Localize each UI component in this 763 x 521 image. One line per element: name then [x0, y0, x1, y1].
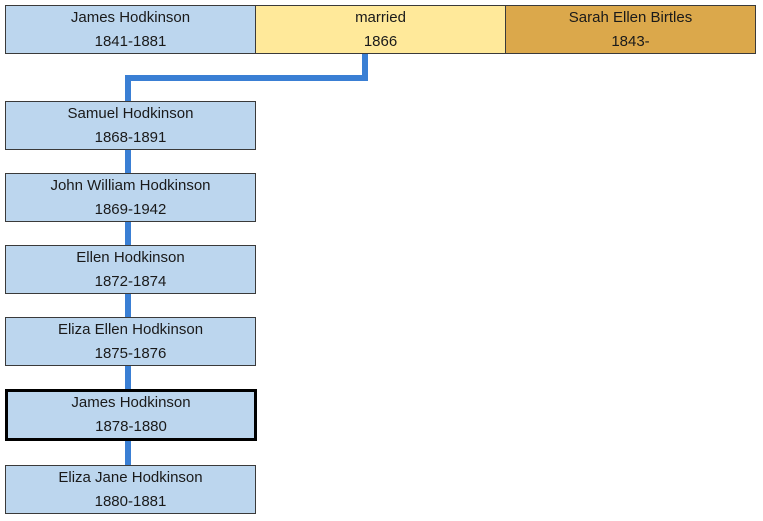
wife-name: Sarah Ellen Birtles — [568, 8, 693, 26]
husband-box[interactable]: James Hodkinson 1841-1881 — [5, 5, 256, 54]
child-box-ellen[interactable]: Ellen Hodkinson 1872-1874 — [5, 245, 256, 294]
child-box-samuel[interactable]: Samuel Hodkinson 1868-1891 — [5, 101, 256, 150]
child-name: James Hodkinson — [71, 394, 191, 411]
child-years: 1878-1880 — [95, 418, 167, 435]
wife-box[interactable]: Sarah Ellen Birtles 1843- — [505, 5, 756, 54]
marriage-year: 1866 — [363, 32, 398, 50]
child-name: Eliza Jane Hodkinson — [58, 468, 203, 486]
child-years: 1868-1891 — [94, 128, 167, 146]
child-years: 1880-1881 — [94, 492, 167, 510]
child-box-eliza-jane[interactable]: Eliza Jane Hodkinson 1880-1881 — [5, 465, 256, 514]
child-years: 1872-1874 — [94, 272, 167, 290]
wife-years: 1843- — [611, 32, 650, 50]
child-years: 1875-1876 — [94, 344, 167, 362]
husband-years: 1841-1881 — [94, 32, 167, 50]
child-box-eliza-ellen[interactable]: Eliza Ellen Hodkinson 1875-1876 — [5, 317, 256, 366]
child-years: 1869-1942 — [94, 200, 167, 218]
child-name: Eliza Ellen Hodkinson — [57, 320, 204, 338]
marriage-label: married — [355, 8, 406, 26]
marriage-drop-line — [362, 53, 368, 79]
child-name: John William Hodkinson — [50, 176, 211, 194]
marriage-horizontal-line — [125, 75, 368, 81]
child-name: Ellen Hodkinson — [76, 248, 185, 266]
marriage-box[interactable]: married 1866 — [255, 5, 506, 54]
child-name: Samuel Hodkinson — [67, 104, 194, 122]
husband-name: James Hodkinson — [70, 8, 191, 26]
child-box-james-selected[interactable]: James Hodkinson 1878-1880 — [5, 389, 257, 441]
child-box-john-william[interactable]: John William Hodkinson 1869-1942 — [5, 173, 256, 222]
